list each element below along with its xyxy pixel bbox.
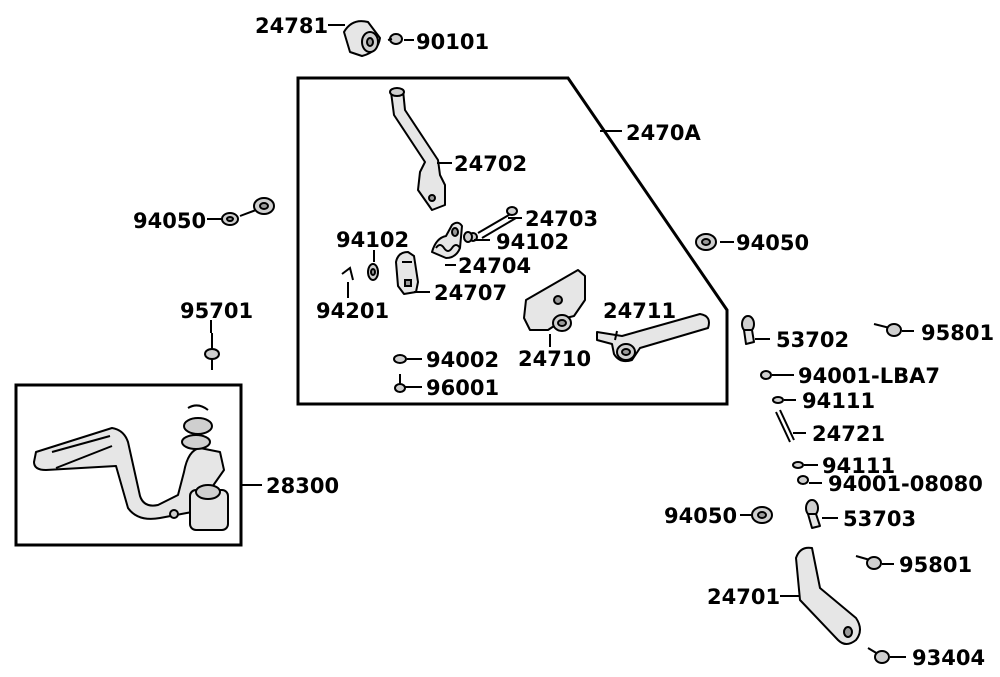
nut-94050-right-part	[695, 233, 717, 251]
part-number-94111-bottom: 94111	[822, 454, 895, 478]
part-number-24781: 24781	[255, 14, 328, 38]
bolt-95801-top-part	[873, 323, 902, 337]
part-number-24721: 24721	[812, 422, 885, 446]
spring-24704-part	[431, 221, 463, 259]
part-number-94102-left: 94102	[336, 228, 409, 252]
nut-94050-left-part	[221, 197, 275, 226]
arm-24701-part	[795, 546, 861, 645]
part-number-24710: 24710	[518, 347, 591, 371]
part-number-28300: 28300	[266, 474, 339, 498]
block-24707-part	[395, 251, 419, 295]
part-number-24707: 24707	[434, 281, 507, 305]
bolt-93404-part	[867, 647, 890, 664]
shift-knob-part	[343, 20, 381, 57]
shift-rod-part	[389, 87, 446, 211]
screw-96001-part	[394, 374, 406, 393]
washer-94102-b-part	[463, 231, 473, 243]
assembly-2470a-frame	[296, 76, 729, 406]
part-number-90101: 90101	[416, 30, 489, 54]
part-number-24703: 24703	[525, 207, 598, 231]
part-number-95801-bottom: 95801	[899, 553, 972, 577]
rod-end-53703-part	[805, 499, 821, 529]
nut-94050-bottom-part	[751, 506, 773, 524]
part-number-95701: 95701	[180, 299, 253, 323]
part-number-24701: 24701	[707, 585, 780, 609]
part-number-94201: 94201	[316, 299, 389, 323]
nut-94002-part	[393, 354, 407, 364]
clip-94111-a-part	[772, 396, 784, 404]
part-number-94102-right: 94102	[496, 230, 569, 254]
part-number-94001-lba7: 94001-LBA7	[798, 364, 940, 388]
lever-arm-part	[596, 313, 710, 363]
kick-starter-part	[33, 404, 229, 531]
rod-end-53702-part	[741, 315, 755, 345]
part-number-53703: 53703	[843, 507, 916, 531]
part-number-94050-bottom: 94050	[664, 504, 737, 528]
screw-90101-part	[387, 33, 403, 45]
part-number-94050-left: 94050	[133, 209, 206, 233]
part-number-94002: 94002	[426, 348, 499, 372]
part-number-24704: 24704	[458, 254, 531, 278]
nut-94001-lba7-part	[760, 370, 772, 380]
part-number-24702: 24702	[454, 152, 527, 176]
part-number-95801-top: 95801	[921, 321, 994, 345]
part-number-2470a: 2470A	[626, 121, 701, 145]
bolt-95701-part	[204, 333, 220, 370]
part-number-94001-08080: 94001-08080	[828, 472, 983, 496]
part-number-94111-top: 94111	[802, 389, 875, 413]
cotter-pin-part	[341, 266, 354, 281]
part-number-94050-right: 94050	[736, 231, 809, 255]
part-number-53702: 53702	[776, 328, 849, 352]
kick-starter-28300-frame	[14, 383, 243, 547]
part-number-24711: 24711	[603, 299, 676, 323]
washer-94102-part	[367, 263, 379, 281]
bracket-plate-part	[523, 269, 586, 332]
leader-lines	[207, 24, 914, 658]
part-number-93404: 93404	[912, 646, 985, 670]
part-number-96001: 96001	[426, 376, 499, 400]
bolt-95801-bottom-part	[855, 555, 882, 570]
rod-24721-part	[775, 409, 795, 443]
clip-94111-b-part	[792, 461, 804, 469]
nut-94001-08080-part	[797, 475, 809, 485]
